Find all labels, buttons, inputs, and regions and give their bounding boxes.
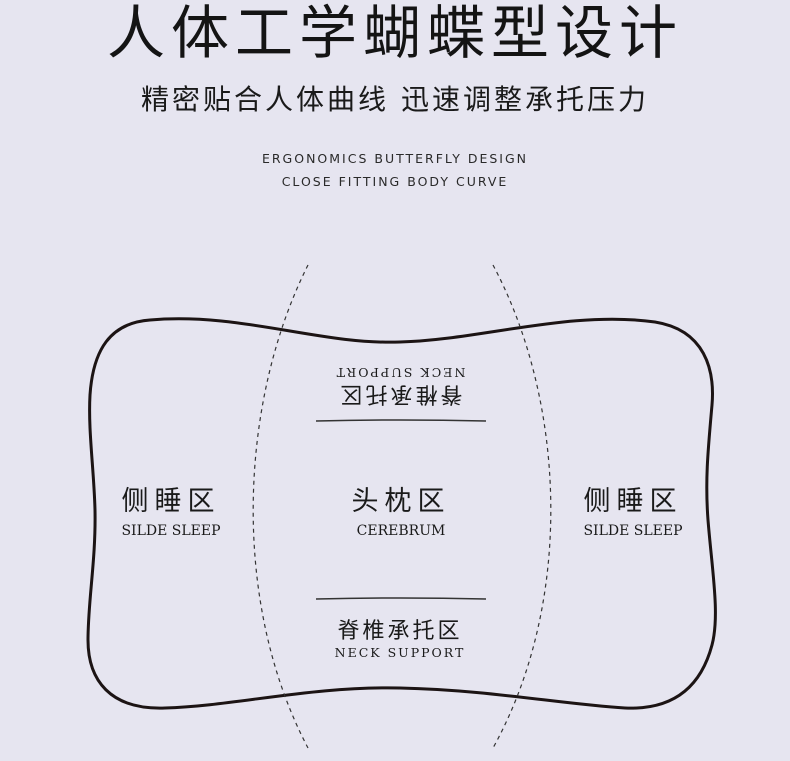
- neck-top-cn: 脊椎承托区: [337, 381, 463, 406]
- neck-top-en: NECK SUPPORT: [334, 365, 466, 380]
- cerebrum-zone: 头枕区 CEREBRUM: [320, 486, 482, 540]
- center-zone-en: CEREBRUM: [356, 523, 446, 539]
- page-title: 人体工学蝴蝶型设计: [106, 0, 683, 67]
- left-zone-cn: 侧睡区: [121, 486, 221, 517]
- right-dashed-curve: [492, 264, 552, 749]
- pillow-outline: [86, 317, 717, 710]
- left-side-sleep-zone: 侧睡区 SILDE SLEEP: [96, 486, 246, 540]
- neck-bottom-en: NECK SUPPORT: [334, 645, 466, 660]
- neck-bottom-cn: 脊椎承托区: [337, 619, 463, 644]
- neck-support-top-label: 脊椎承托区 NECK SUPPORT: [310, 362, 490, 406]
- left-dashed-curve: [252, 264, 309, 749]
- right-side-sleep-zone: 侧睡区 SILDE SLEEP: [558, 486, 708, 540]
- top-divider-line: [315, 419, 487, 422]
- right-zone-cn: 侧睡区: [583, 486, 683, 517]
- right-zone-en: SILDE SLEEP: [583, 523, 683, 539]
- left-zone-en: SILDE SLEEP: [121, 523, 221, 539]
- page-subtitle: 精密贴合人体曲线 迅速调整承托压力: [141, 83, 649, 116]
- english-tagline-2: CLOSE FITTING BODY CURVE: [281, 174, 509, 189]
- english-tagline-1: ERGONOMICS BUTTERFLY DESIGN: [261, 151, 529, 166]
- neck-support-bottom-label: 脊椎承托区 NECK SUPPORT: [310, 619, 490, 661]
- center-zone-cn: 头枕区: [351, 486, 451, 517]
- bottom-divider-line: [315, 597, 487, 600]
